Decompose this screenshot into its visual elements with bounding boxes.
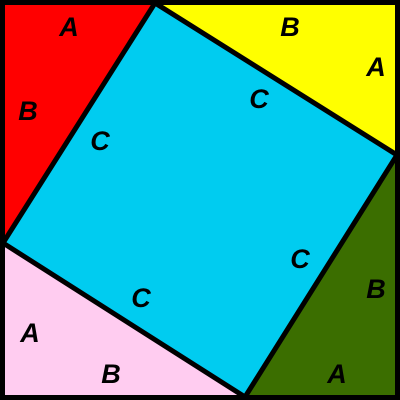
bottom-left-label-a: A <box>19 318 40 348</box>
square-label-c-right: C <box>290 244 310 274</box>
top-right-label-a: A <box>365 52 386 82</box>
bottom-right-label-a: A <box>326 359 347 389</box>
bottom-left-label-b: B <box>101 359 121 389</box>
top-left-label-b: B <box>18 96 38 126</box>
top-right-label-b: B <box>280 12 300 42</box>
square-label-c-top: C <box>249 84 269 114</box>
center-square <box>3 3 397 397</box>
square-label-c-bottom: C <box>131 283 151 313</box>
top-left-label-a: A <box>58 12 79 42</box>
bottom-right-label-b: B <box>366 274 386 304</box>
square-label-c-left: C <box>90 126 110 156</box>
